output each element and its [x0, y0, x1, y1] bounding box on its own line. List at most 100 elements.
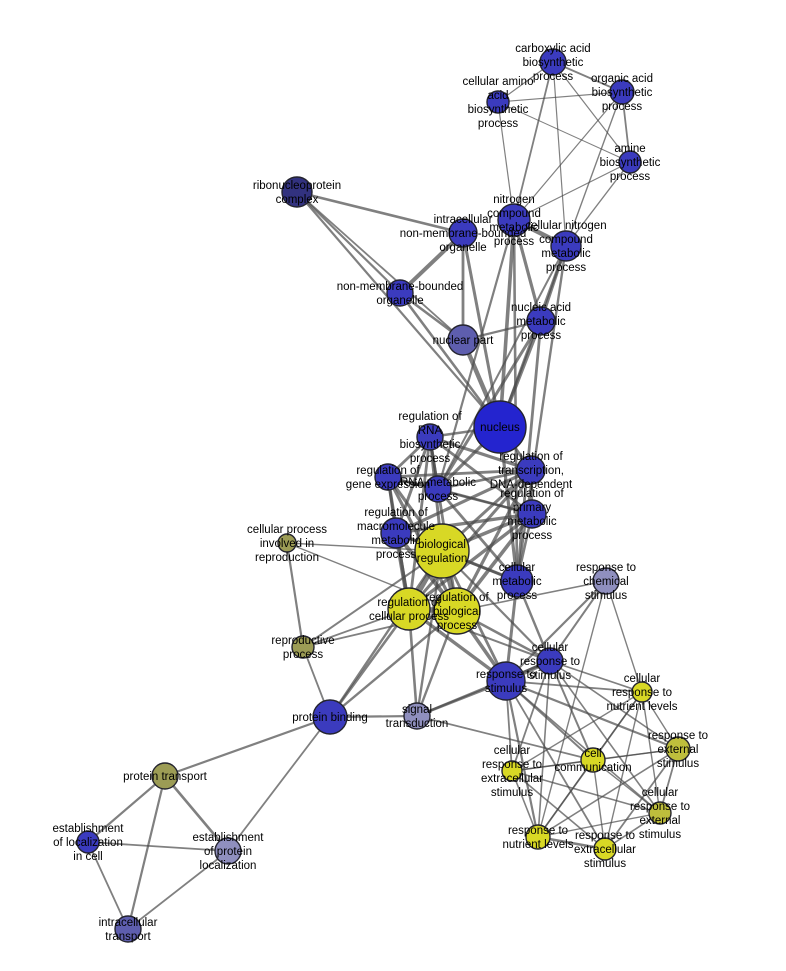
graph-edge	[295, 190, 465, 235]
graph-node-establishment-of-protein-localization[interactable]	[214, 837, 242, 865]
graph-edge	[505, 680, 661, 814]
graph-edge	[497, 91, 623, 103]
graph-edge	[86, 774, 167, 844]
graph-node-regulation-of-gene-expression[interactable]	[374, 463, 402, 491]
graph-edge	[296, 191, 464, 341]
graph-node-cellular-process-involved-in-reproduction[interactable]	[277, 533, 297, 553]
graph-edge	[428, 435, 533, 472]
graph-edge	[285, 541, 305, 649]
graph-node-regulation-of-rna-biosynthetic-process[interactable]	[416, 423, 444, 451]
graph-node-response-to-chemical-stimulus[interactable]	[592, 567, 620, 595]
graph-node-organic-acid-biosynthetic-process[interactable]	[609, 79, 635, 105]
graph-node-intracellular-non-membrane-bounded-organelle[interactable]	[448, 218, 478, 248]
graph-edge	[605, 580, 643, 693]
graph-edge	[227, 716, 331, 852]
graph-edge	[456, 580, 607, 612]
graph-node-response-to-extracellular-stimulus[interactable]	[593, 837, 617, 861]
graph-node-cell-communication[interactable]	[580, 747, 606, 773]
graph-edge	[504, 679, 540, 839]
graph-edge	[505, 680, 643, 693]
graph-edge	[328, 609, 459, 719]
graph-node-intracellular-transport[interactable]	[114, 915, 142, 943]
graph-node-cellular-response-to-extracellular-stimulus[interactable]	[501, 760, 523, 782]
graph-node-nuclear-part[interactable]	[447, 324, 479, 356]
graph-node-cellular-metabolic-process[interactable]	[500, 564, 534, 598]
graph-node-regulation-of-primary-metabolic-process[interactable]	[517, 499, 547, 529]
graph-node-regulation-of-macromolecule-metabolic-process[interactable]	[380, 517, 412, 549]
graph-edge	[537, 748, 679, 838]
graph-edge	[537, 580, 607, 838]
graph-node-signal-transduction[interactable]	[403, 702, 431, 730]
graph-node-regulation-of-cellular-process[interactable]	[387, 587, 431, 631]
graph-edge	[328, 607, 411, 719]
graph-node-regulation-of-transcription-dna-dependent[interactable]	[516, 455, 546, 485]
graph-node-nitrogen-compound-metabolic-process[interactable]	[497, 203, 531, 237]
graph-node-protein-binding[interactable]	[312, 699, 348, 735]
graph-node-establishment-of-localization-in-cell[interactable]	[76, 830, 100, 854]
graph-edge	[436, 468, 533, 491]
graph-node-reproductive-process[interactable]	[291, 635, 315, 659]
graph-edge	[127, 850, 229, 930]
graph-node-ribonucleoprotein-complex[interactable]	[281, 176, 313, 208]
graph-edge	[497, 101, 631, 163]
graph-edge	[592, 759, 606, 850]
graph-edge	[549, 660, 643, 693]
graph-node-amine-biosynthetic-process[interactable]	[618, 150, 642, 174]
graph-node-nucleic-acid-metabolic-process[interactable]	[526, 306, 556, 336]
graph-node-response-to-nutrient-levels[interactable]	[525, 824, 551, 850]
graph-edge	[549, 660, 679, 750]
graph-node-cellular-response-to-stimulus[interactable]	[536, 647, 564, 675]
graph-node-biological-regulation[interactable]	[414, 523, 470, 579]
graph-node-non-membrane-bounded-organelle[interactable]	[386, 279, 414, 307]
graph-node-cellular-amino-acid-biosynthetic-process[interactable]	[486, 90, 510, 114]
graph-edge	[513, 161, 631, 221]
graph-edge	[552, 61, 567, 247]
graph-node-regulation-of-biological-process[interactable]	[433, 587, 481, 635]
graph-edge	[416, 715, 594, 761]
graph-edge	[302, 610, 458, 648]
graph-node-carboxylic-acid-biosynthetic-process[interactable]	[539, 48, 567, 76]
graph-edge	[515, 319, 543, 583]
graph-edge	[408, 608, 551, 662]
graph-edge	[504, 579, 608, 683]
graph-edge	[295, 190, 402, 295]
graph-edge	[537, 759, 594, 838]
graph-node-response-to-external-stimulus[interactable]	[665, 736, 691, 762]
graph-node-cellular-response-to-external-stimulus[interactable]	[648, 801, 672, 825]
graph-node-cellular-nitrogen-compound-metabolic-process[interactable]	[550, 230, 582, 262]
graph-edge	[511, 770, 661, 814]
graph-edge	[565, 161, 631, 247]
graph-node-cellular-response-to-nutrient-levels[interactable]	[631, 681, 653, 703]
graph-edge	[461, 231, 502, 429]
graph-node-nucleus[interactable]	[473, 400, 527, 454]
graph-edge	[163, 715, 332, 778]
graph-node-response-to-stimulus[interactable]	[486, 661, 526, 701]
graph-node-rna-metabolic-process[interactable]	[424, 475, 452, 503]
graph-node-protein-transport[interactable]	[151, 762, 179, 790]
graph-edge	[511, 691, 643, 772]
